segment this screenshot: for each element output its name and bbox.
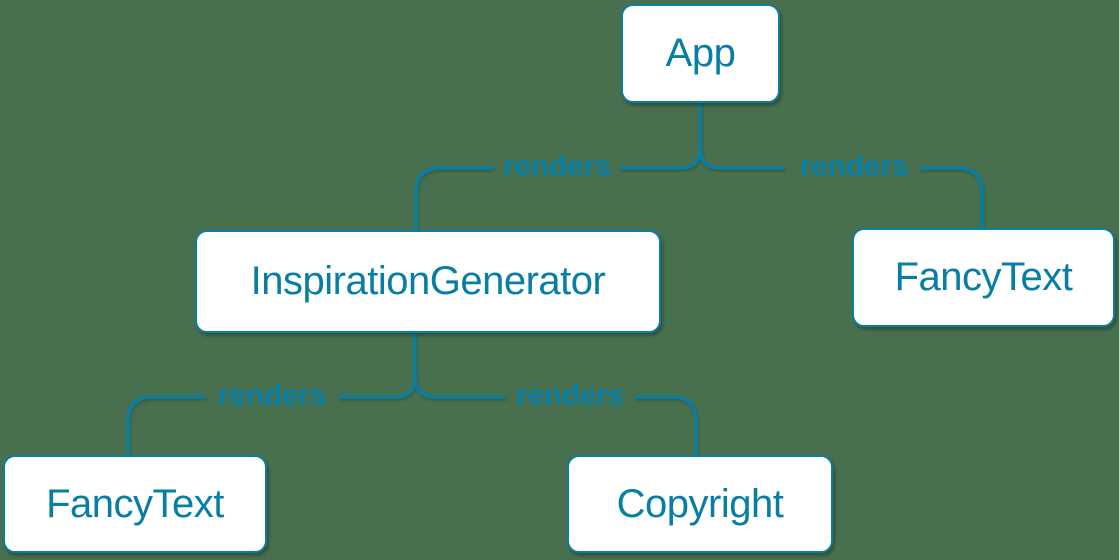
node-app-label: App xyxy=(665,31,736,75)
edge-inspiration-generator-to-copyright xyxy=(413,375,698,457)
edge-label-renders-app-fancytext: renders xyxy=(800,150,908,183)
node-copyright: Copyright xyxy=(567,455,833,553)
node-copyright-label: Copyright xyxy=(616,481,784,526)
edge-app-to-fancy-text xyxy=(698,146,984,230)
node-fancy-text-bottom-left-label: FancyText xyxy=(46,481,224,526)
edge-label-renders-inspiration-copyright: renders xyxy=(516,379,624,412)
node-fancy-text-top-right: FancyText xyxy=(852,228,1115,327)
node-inspiration-generator-label: InspirationGenerator xyxy=(250,259,606,303)
node-app: App xyxy=(621,4,780,103)
node-fancy-text-top-right-label: FancyText xyxy=(894,255,1073,299)
edge-label-renders-inspiration-fancytext: renders xyxy=(218,379,326,412)
edge-label-renders-app-inspiration: renders xyxy=(503,150,611,183)
node-fancy-text-bottom-left: FancyText xyxy=(3,455,267,553)
node-inspiration-generator: InspirationGenerator xyxy=(195,230,661,333)
